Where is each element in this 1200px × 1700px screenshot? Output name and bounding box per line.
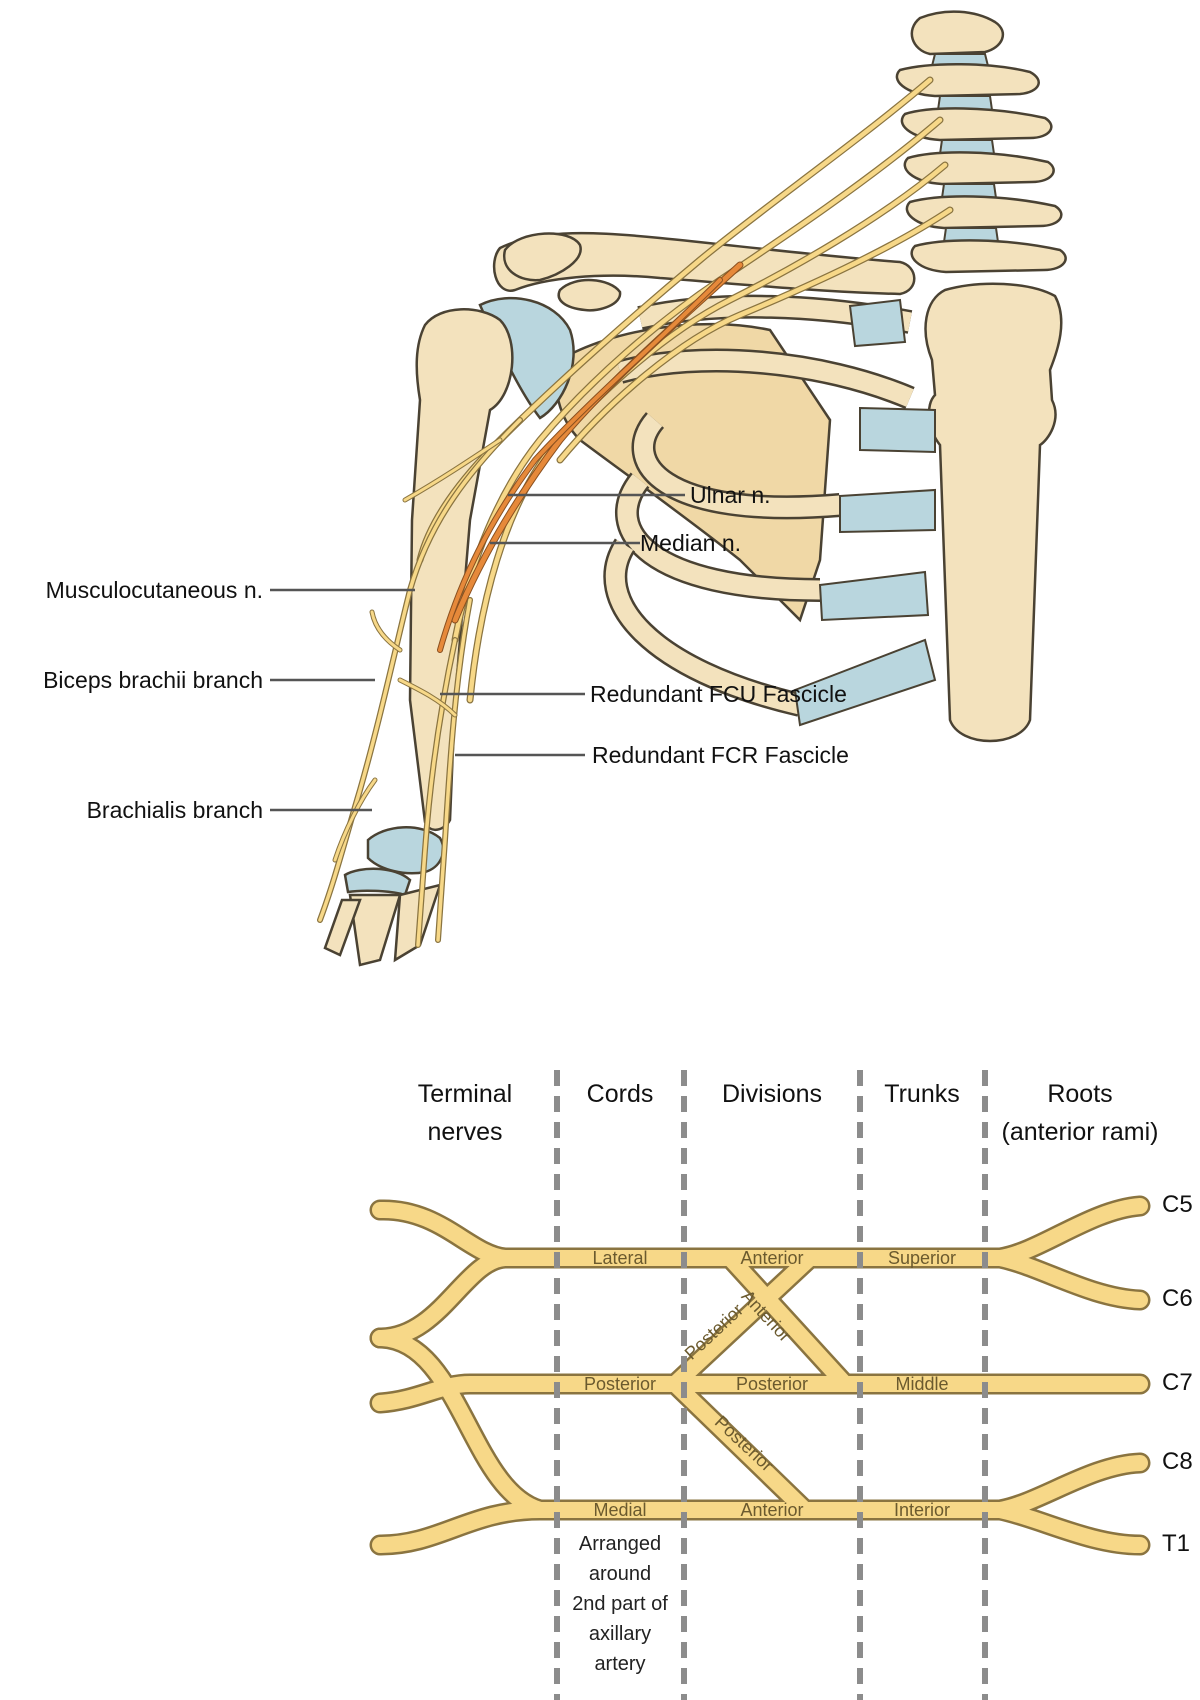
- segment-medial: Medial: [593, 1500, 646, 1520]
- costal-cartilage: [848, 298, 907, 348]
- forearm-bone: [323, 898, 362, 957]
- nerve-terminal-to-medial: [372, 1330, 1148, 1518]
- segment-middle: Middle: [895, 1374, 948, 1394]
- column-dividers: [554, 1070, 988, 1700]
- cords-note-line5: artery: [594, 1653, 645, 1675]
- elbow-cartilage: [366, 826, 445, 875]
- vertebra: [910, 239, 1067, 274]
- label-median-nerve: Median n.: [640, 530, 741, 556]
- label-musculocutaneous-nerve: Musculocutaneous n.: [46, 577, 263, 603]
- segment-posterior-division: Posterior: [736, 1374, 808, 1394]
- rib: [617, 474, 821, 600]
- label-ulnar-nerve: Ulnar n.: [690, 482, 771, 508]
- vertebra: [903, 151, 1055, 186]
- header-roots-line2: (anterior rami): [1002, 1118, 1159, 1146]
- leader-lines: [270, 493, 685, 812]
- costal-cartilage: [818, 570, 930, 622]
- plexus-nerves: [372, 1198, 1148, 1553]
- nerve-c5-lateral: [372, 1198, 1148, 1266]
- highlighted-nerve: [437, 261, 744, 653]
- anatomy-illustration: Ulnar n. Median n. Musculocutaneous n. B…: [43, 10, 1067, 967]
- nerve-posterior-diagonal-up: [667, 1250, 818, 1392]
- nerve-c7-posterior: [372, 1376, 1148, 1411]
- coracoid-process: [557, 278, 622, 312]
- segment-posterior-diagonal-down: Posterior: [711, 1412, 777, 1476]
- header-cords: Cords: [587, 1080, 654, 1108]
- vertebra: [905, 195, 1063, 230]
- root-label-c7: C7: [1162, 1369, 1193, 1396]
- plexus-schematic: Terminal nerves Cords Divisions Trunks R…: [369, 1070, 1193, 1700]
- root-label-c5: C5: [1162, 1191, 1193, 1218]
- label-redundant-fcu-fascicle: Redundant FCU Fascicle: [590, 681, 847, 707]
- cervical-spine: [895, 10, 1067, 274]
- header-terminal-nerves-line1: Terminal: [418, 1080, 512, 1108]
- vertebra: [910, 10, 1005, 56]
- elbow-cartilage: [343, 867, 412, 897]
- root-label-c6: C6: [1162, 1285, 1193, 1312]
- segment-posterior-cord: Posterior: [584, 1374, 656, 1394]
- rib: [634, 413, 841, 517]
- segment-interior: Interior: [894, 1500, 950, 1520]
- radius: [348, 893, 402, 967]
- segment-anterior-top: Anterior: [740, 1248, 803, 1268]
- segment-superior: Superior: [888, 1248, 956, 1268]
- nerve-medial-terminal: [372, 1502, 548, 1553]
- rib: [605, 539, 803, 715]
- nerve-posterior-diagonal-down: [667, 1376, 813, 1518]
- nerve-anterior-diagonal: [722, 1250, 853, 1392]
- acromion: [502, 232, 582, 282]
- header-roots-line1: Roots: [1047, 1080, 1112, 1108]
- label-redundant-fcr-fascicle: Redundant FCR Fascicle: [592, 742, 849, 768]
- label-brachialis-branch: Brachialis branch: [87, 797, 263, 823]
- header-terminal-nerves-line2: nerves: [427, 1118, 502, 1146]
- cords-note-line2: around: [589, 1563, 651, 1585]
- cords-note-line3: 2nd part of: [572, 1593, 668, 1615]
- vertebra: [900, 107, 1053, 142]
- costal-cartilage: [859, 406, 936, 454]
- costal-cartilages: [793, 298, 937, 727]
- label-biceps-brachii-branch: Biceps brachii branch: [43, 667, 263, 693]
- nerve-t1: [992, 1502, 1148, 1553]
- vertebra: [895, 63, 1040, 98]
- header-trunks: Trunks: [884, 1080, 959, 1108]
- sternum: [924, 282, 1063, 743]
- costal-cartilage: [793, 638, 937, 727]
- root-label-c8: C8: [1162, 1448, 1193, 1475]
- clavicle: [492, 231, 916, 296]
- cords-note-line4: axillary: [589, 1623, 651, 1645]
- cords-note-line1: Arranged: [579, 1533, 661, 1555]
- nerve-c6: [992, 1250, 1148, 1308]
- segment-lateral: Lateral: [592, 1248, 647, 1268]
- header-divisions: Divisions: [722, 1080, 822, 1108]
- costal-cartilage: [839, 488, 936, 534]
- root-label-t1: T1: [1162, 1530, 1190, 1557]
- segment-anterior-bottom: Anterior: [740, 1500, 803, 1520]
